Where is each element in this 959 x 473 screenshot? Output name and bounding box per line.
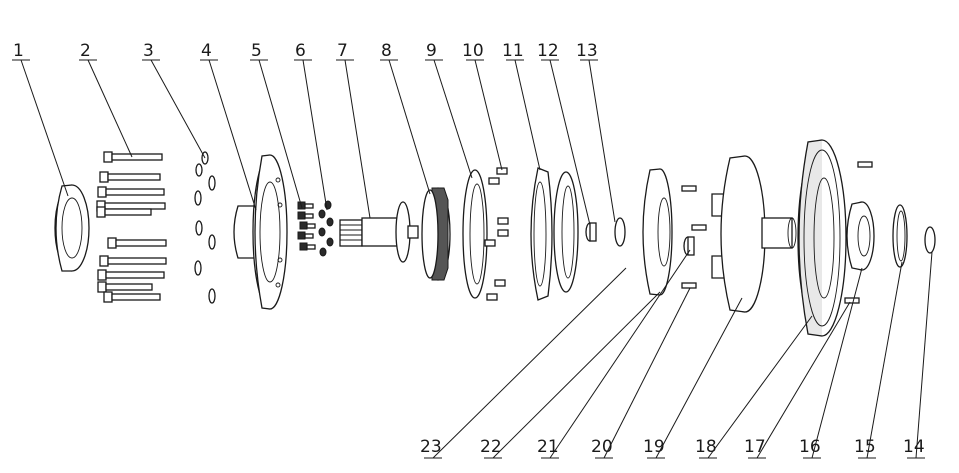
- part-17-pins: [844, 161, 873, 304]
- callout-20: 20: [591, 437, 613, 457]
- bottom-callouts: 23 22 21 20 19 18 17 16 15 14: [420, 437, 925, 457]
- bottom-leaders: [424, 249, 933, 459]
- callout-6: 6: [295, 41, 306, 61]
- callout-2: 2: [80, 41, 91, 61]
- part-23-ring: [614, 217, 626, 247]
- part-8-gear: [421, 187, 451, 281]
- part-7-shaft: [339, 201, 419, 263]
- part-1-seal: [54, 184, 90, 272]
- callout-7: 7: [337, 41, 348, 61]
- part-2-bolts: [96, 151, 167, 303]
- part-18-large-gear: [797, 139, 847, 337]
- part-16-bearing: [846, 201, 875, 271]
- part-19-housing: [711, 155, 797, 313]
- part-13-sleeve: [585, 222, 597, 242]
- callout-4: 4: [201, 41, 212, 61]
- callout-3: 3: [143, 41, 154, 61]
- part-9-ring: [462, 169, 488, 299]
- callout-10: 10: [462, 41, 484, 61]
- callout-15: 15: [854, 437, 876, 457]
- part-20-dowels: [681, 185, 707, 289]
- callout-17: 17: [744, 437, 766, 457]
- part-14-small-ring: [924, 226, 936, 254]
- part-22-disc: [642, 168, 673, 296]
- callout-16: 16: [799, 437, 821, 457]
- callout-12: 12: [537, 41, 559, 61]
- part-10-pins: [484, 167, 509, 301]
- callout-19: 19: [643, 437, 665, 457]
- callout-23: 23: [420, 437, 442, 457]
- part-6-small-washers: [318, 200, 334, 257]
- top-callouts: 1 2 3 4 5 6 7 8 9 10 11 12 13: [13, 41, 598, 61]
- callout-9: 9: [426, 41, 437, 61]
- callout-22: 22: [480, 437, 502, 457]
- part-3-washers: [194, 151, 216, 304]
- part-11-carrier: [530, 167, 553, 301]
- callout-5: 5: [251, 41, 262, 61]
- callout-13: 13: [576, 41, 598, 61]
- part-5-small-bolts: [297, 201, 316, 251]
- part-15-snap-ring: [892, 204, 908, 268]
- callout-14: 14: [903, 437, 925, 457]
- callout-8: 8: [381, 41, 392, 61]
- callout-21: 21: [537, 437, 559, 457]
- callout-1: 1: [13, 41, 24, 61]
- part-4-flange: [233, 154, 288, 310]
- callout-11: 11: [502, 41, 524, 61]
- callout-18: 18: [695, 437, 717, 457]
- part-12-ring: [553, 171, 579, 293]
- top-leaders: [12, 59, 616, 226]
